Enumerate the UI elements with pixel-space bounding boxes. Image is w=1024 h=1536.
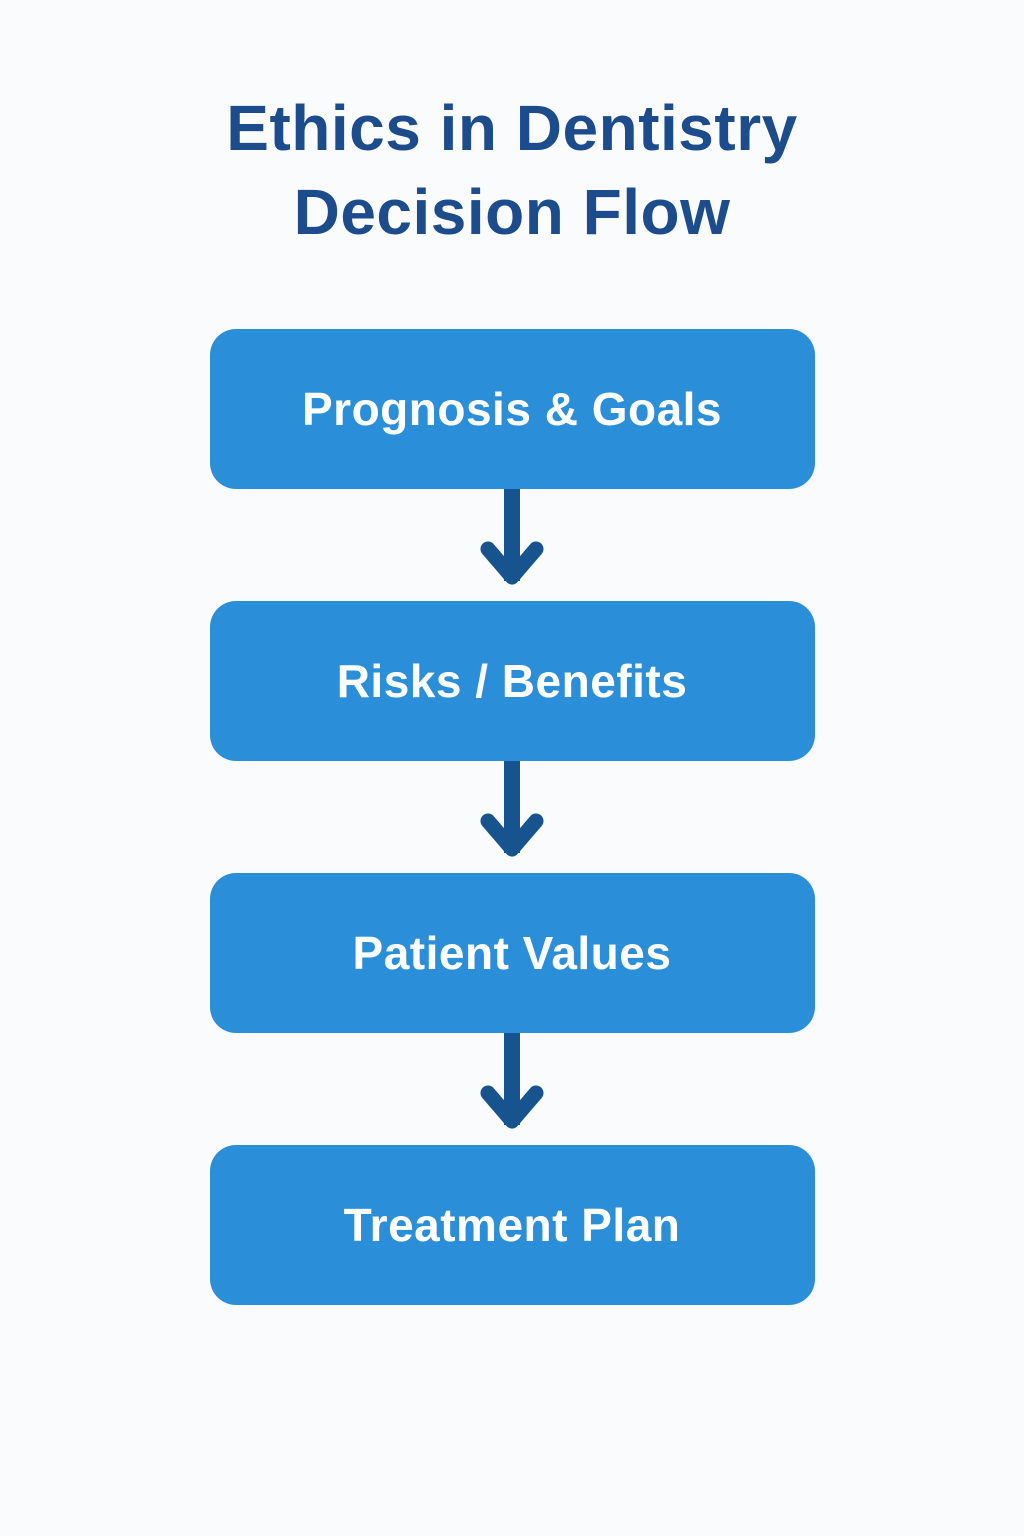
flow-step-label: Prognosis & Goals <box>301 382 723 435</box>
flow-step-treatment-plan: Treatment Plan <box>209 1144 815 1305</box>
down-arrow-icon <box>480 488 544 585</box>
down-arrow-icon <box>480 1032 544 1129</box>
flow-step-risks-benefits: Risks / Benefits <box>209 600 815 761</box>
decision-flowchart: Prognosis & Goals Risks / Benefits Patie… <box>209 328 815 1305</box>
flow-step-label: Patient Values <box>352 926 672 979</box>
down-arrow-icon <box>480 760 544 857</box>
flow-step-label: Treatment Plan <box>343 1198 681 1251</box>
flow-step-label: Risks / Benefits <box>336 654 688 707</box>
flow-step-patient-values: Patient Values <box>209 872 815 1033</box>
flow-step-prognosis-goals: Prognosis & Goals <box>209 328 815 489</box>
diagram-title: Ethics in Dentistry Decision Flow <box>226 92 798 249</box>
